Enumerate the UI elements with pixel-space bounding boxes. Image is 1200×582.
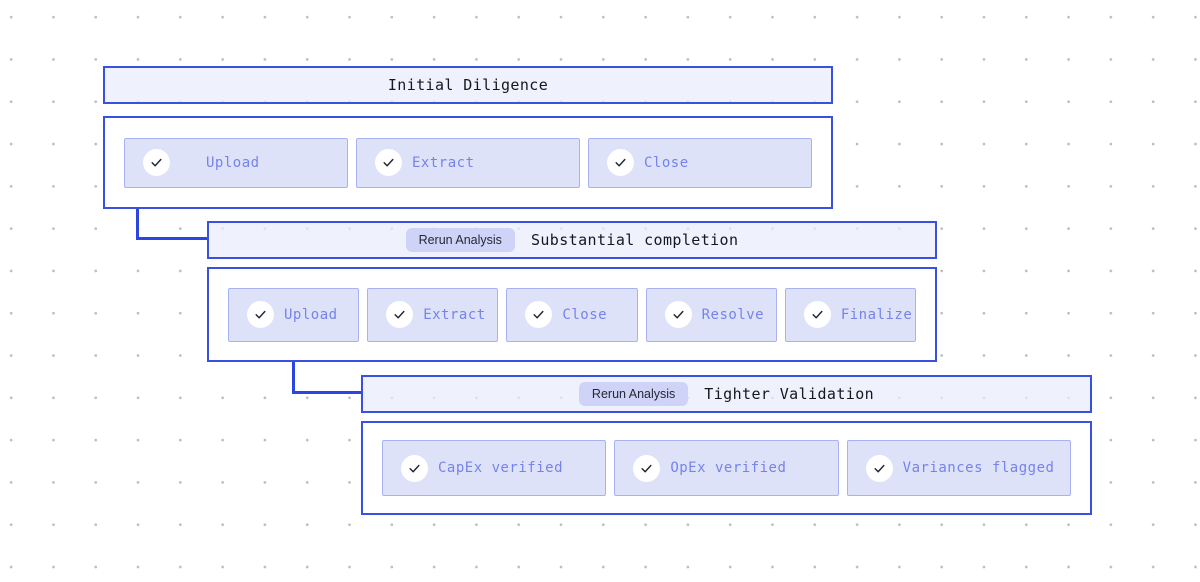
check-icon — [151, 158, 162, 167]
check-icon — [812, 310, 823, 319]
check-circle-icon — [607, 149, 634, 176]
stage-title: Initial Diligence — [387, 76, 549, 94]
check-icon — [409, 464, 420, 472]
step-label: OpEx verified — [670, 460, 787, 476]
step-chip-upload[interactable]: Upload — [124, 137, 348, 188]
step-chip-extract[interactable]: Extract — [367, 287, 499, 342]
rerun-analysis-badge[interactable]: Rerun Analysis — [405, 227, 515, 253]
check-icon — [383, 158, 394, 167]
step-chip-variances-flagged[interactable]: Variances flagged — [846, 440, 1071, 496]
stage-header-tighter-validation: Rerun Analysis Tighter Validation — [361, 375, 1092, 413]
step-label: Resolve — [701, 306, 765, 323]
step-chip-finalize[interactable]: Finalize — [784, 287, 917, 342]
check-circle-icon — [386, 301, 414, 328]
connector-stage1-stage2 — [136, 209, 207, 240]
step-chip-upload[interactable]: Upload — [228, 287, 360, 342]
step-chip-close[interactable]: Close — [588, 137, 812, 188]
step-chip-capex-verified[interactable]: CapEx verified — [382, 440, 607, 496]
check-circle-icon — [247, 301, 274, 328]
step-label: Close — [644, 154, 689, 171]
step-label: Upload — [284, 306, 338, 323]
step-strip-substantial-completion: Upload Extract Close Resolve Finalize — [207, 267, 937, 362]
stage-title: Substantial completion — [530, 231, 739, 249]
step-label: Extract — [423, 306, 486, 323]
check-circle-icon — [664, 301, 692, 328]
step-label: CapEx verified — [438, 460, 564, 476]
check-icon — [255, 310, 266, 319]
step-label: Close — [562, 306, 608, 323]
check-icon — [615, 158, 626, 167]
check-icon — [874, 464, 885, 472]
check-icon — [533, 310, 544, 319]
rerun-analysis-badge[interactable]: Rerun Analysis — [578, 381, 689, 407]
check-circle-icon — [525, 301, 553, 328]
step-chip-close[interactable]: Close — [506, 287, 638, 342]
step-label: Upload — [206, 154, 260, 171]
step-strip-tighter-validation: CapEx verified OpEx verified Variances f… — [361, 421, 1092, 515]
step-label: Extract — [412, 154, 475, 171]
step-strip-initial-diligence: Upload Extract Close — [103, 116, 833, 209]
check-circle-icon — [633, 454, 661, 482]
check-icon — [641, 464, 652, 472]
step-label: Finalize — [840, 306, 913, 323]
check-circle-icon — [143, 149, 170, 176]
check-circle-icon — [375, 149, 402, 176]
check-circle-icon — [865, 454, 893, 482]
stage-header-substantial-completion: Rerun Analysis Substantial completion — [207, 221, 937, 259]
step-chip-resolve[interactable]: Resolve — [645, 287, 777, 342]
check-circle-icon — [401, 454, 428, 482]
check-icon — [673, 310, 684, 319]
check-icon — [394, 310, 405, 319]
connector-stage2-stage3 — [292, 362, 361, 394]
step-chip-opex-verified[interactable]: OpEx verified — [614, 440, 839, 496]
stage-title: Tighter Validation — [704, 385, 875, 403]
step-chip-extract[interactable]: Extract — [356, 137, 580, 188]
step-label: Variances flagged — [902, 460, 1055, 476]
stage-header-initial-diligence: Initial Diligence — [103, 66, 833, 104]
check-circle-icon — [803, 301, 831, 328]
